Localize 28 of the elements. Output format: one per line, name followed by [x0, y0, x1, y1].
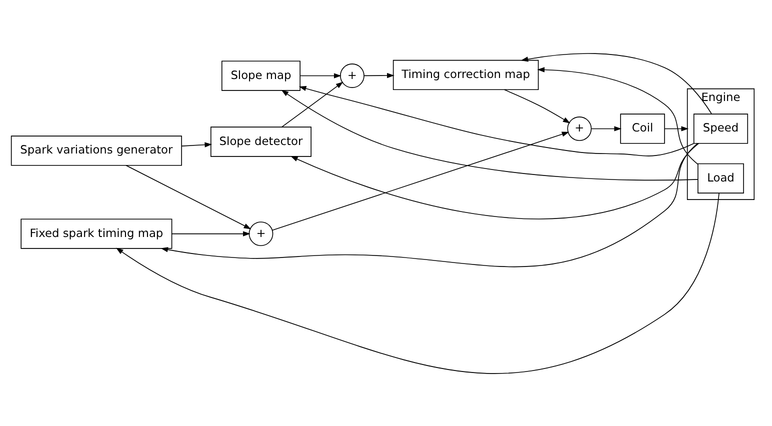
arrow: [281, 89, 698, 180]
arrow: [282, 81, 344, 127]
arrow: [520, 52, 712, 114]
arrow: [300, 72, 342, 78]
node-box: Spark variations generator: [10, 135, 182, 166]
node-box: Fixed spark timing map: [20, 218, 172, 248]
arrow: [537, 66, 698, 164]
arrow: [591, 126, 622, 131]
arrow: [364, 72, 394, 78]
node-box: Slope map: [221, 60, 300, 90]
arrow: [272, 131, 570, 230]
node-circle: +: [567, 116, 592, 140]
node-box: Speed: [693, 113, 748, 144]
arrow: [664, 126, 689, 131]
arrow: [116, 192, 720, 374]
node-box: Coil: [620, 113, 665, 144]
node-box: Slope detector: [210, 126, 312, 156]
arrow: [298, 86, 694, 156]
node-circle: +: [248, 221, 274, 246]
arrow: [126, 164, 252, 229]
arrow: [181, 142, 212, 147]
arrow: [171, 230, 250, 236]
node-box: Load: [698, 162, 744, 193]
arrow: [504, 88, 570, 123]
node-box: Timing correction map: [392, 59, 539, 90]
node-circle: +: [340, 63, 364, 88]
arrow: [290, 142, 700, 219]
arrow: [160, 142, 698, 266]
